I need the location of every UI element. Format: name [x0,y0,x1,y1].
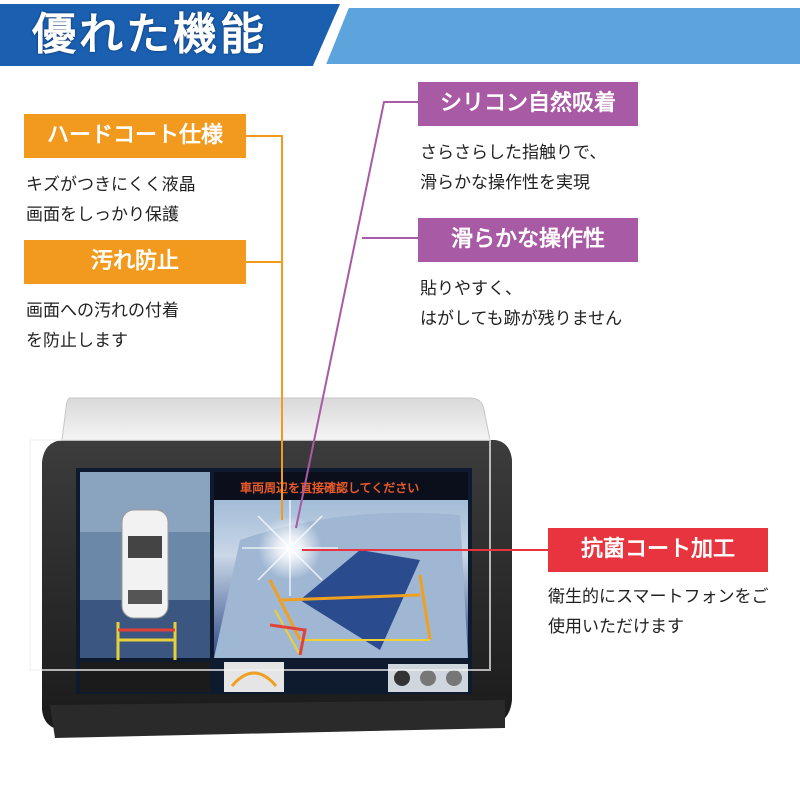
feature-desc-line: 使用いただけます [548,617,684,637]
feature-desc-smooth: 貼りやすく、 はがしても跡が残りません [420,274,622,334]
camera-warning-text: 車両周辺を直接確認してください [240,480,419,495]
feature-desc-silicone: さらさらした指触りで、 滑らかな操作性を実現 [420,138,606,198]
feature-desc-hard-coat: キズがつきにくく液晶 画面をしっかり保護 [26,170,196,230]
guide-line-thumbnail [224,662,284,692]
feature-label-silicone: シリコン自然吸着 [418,82,638,126]
header-banner: 優れた機能 [0,0,800,70]
feature-desc-line: キズがつきにくく液晶 [26,175,196,195]
header-tab [0,4,340,66]
film-top [61,397,491,441]
feature-desc-line: を防止します [26,331,128,351]
page-title: 優れた機能 [32,9,267,60]
feature-desc-line: 滑らかな操作性を実現 [420,173,590,193]
feature-desc-line: さらさらした指触りで、 [420,143,607,163]
feature-label-smooth: 滑らかな操作性 [418,218,638,262]
feature-desc-line: 貼りやすく、 [420,279,522,299]
feature-desc-line: 画面をしっかり保護 [26,205,179,225]
feature-desc-anti-stain: 画面への汚れの付着 を防止します [26,296,179,356]
feature-desc-line: はがしても跡が残りません [420,309,623,329]
feature-label-antibacterial: 抗菌コート加工 [548,528,768,572]
feature-desc-line: 衛生的にスマートフォンをご [548,587,769,607]
feature-label-hard-coat: ハードコート仕様 [24,114,246,158]
feature-label-anti-stain: 汚れ防止 [24,240,246,284]
feature-desc-line: 画面への汚れの付着 [26,301,179,321]
feature-desc-antibacterial: 衛生的にスマートフォンをご 使用いただけます [548,582,769,642]
